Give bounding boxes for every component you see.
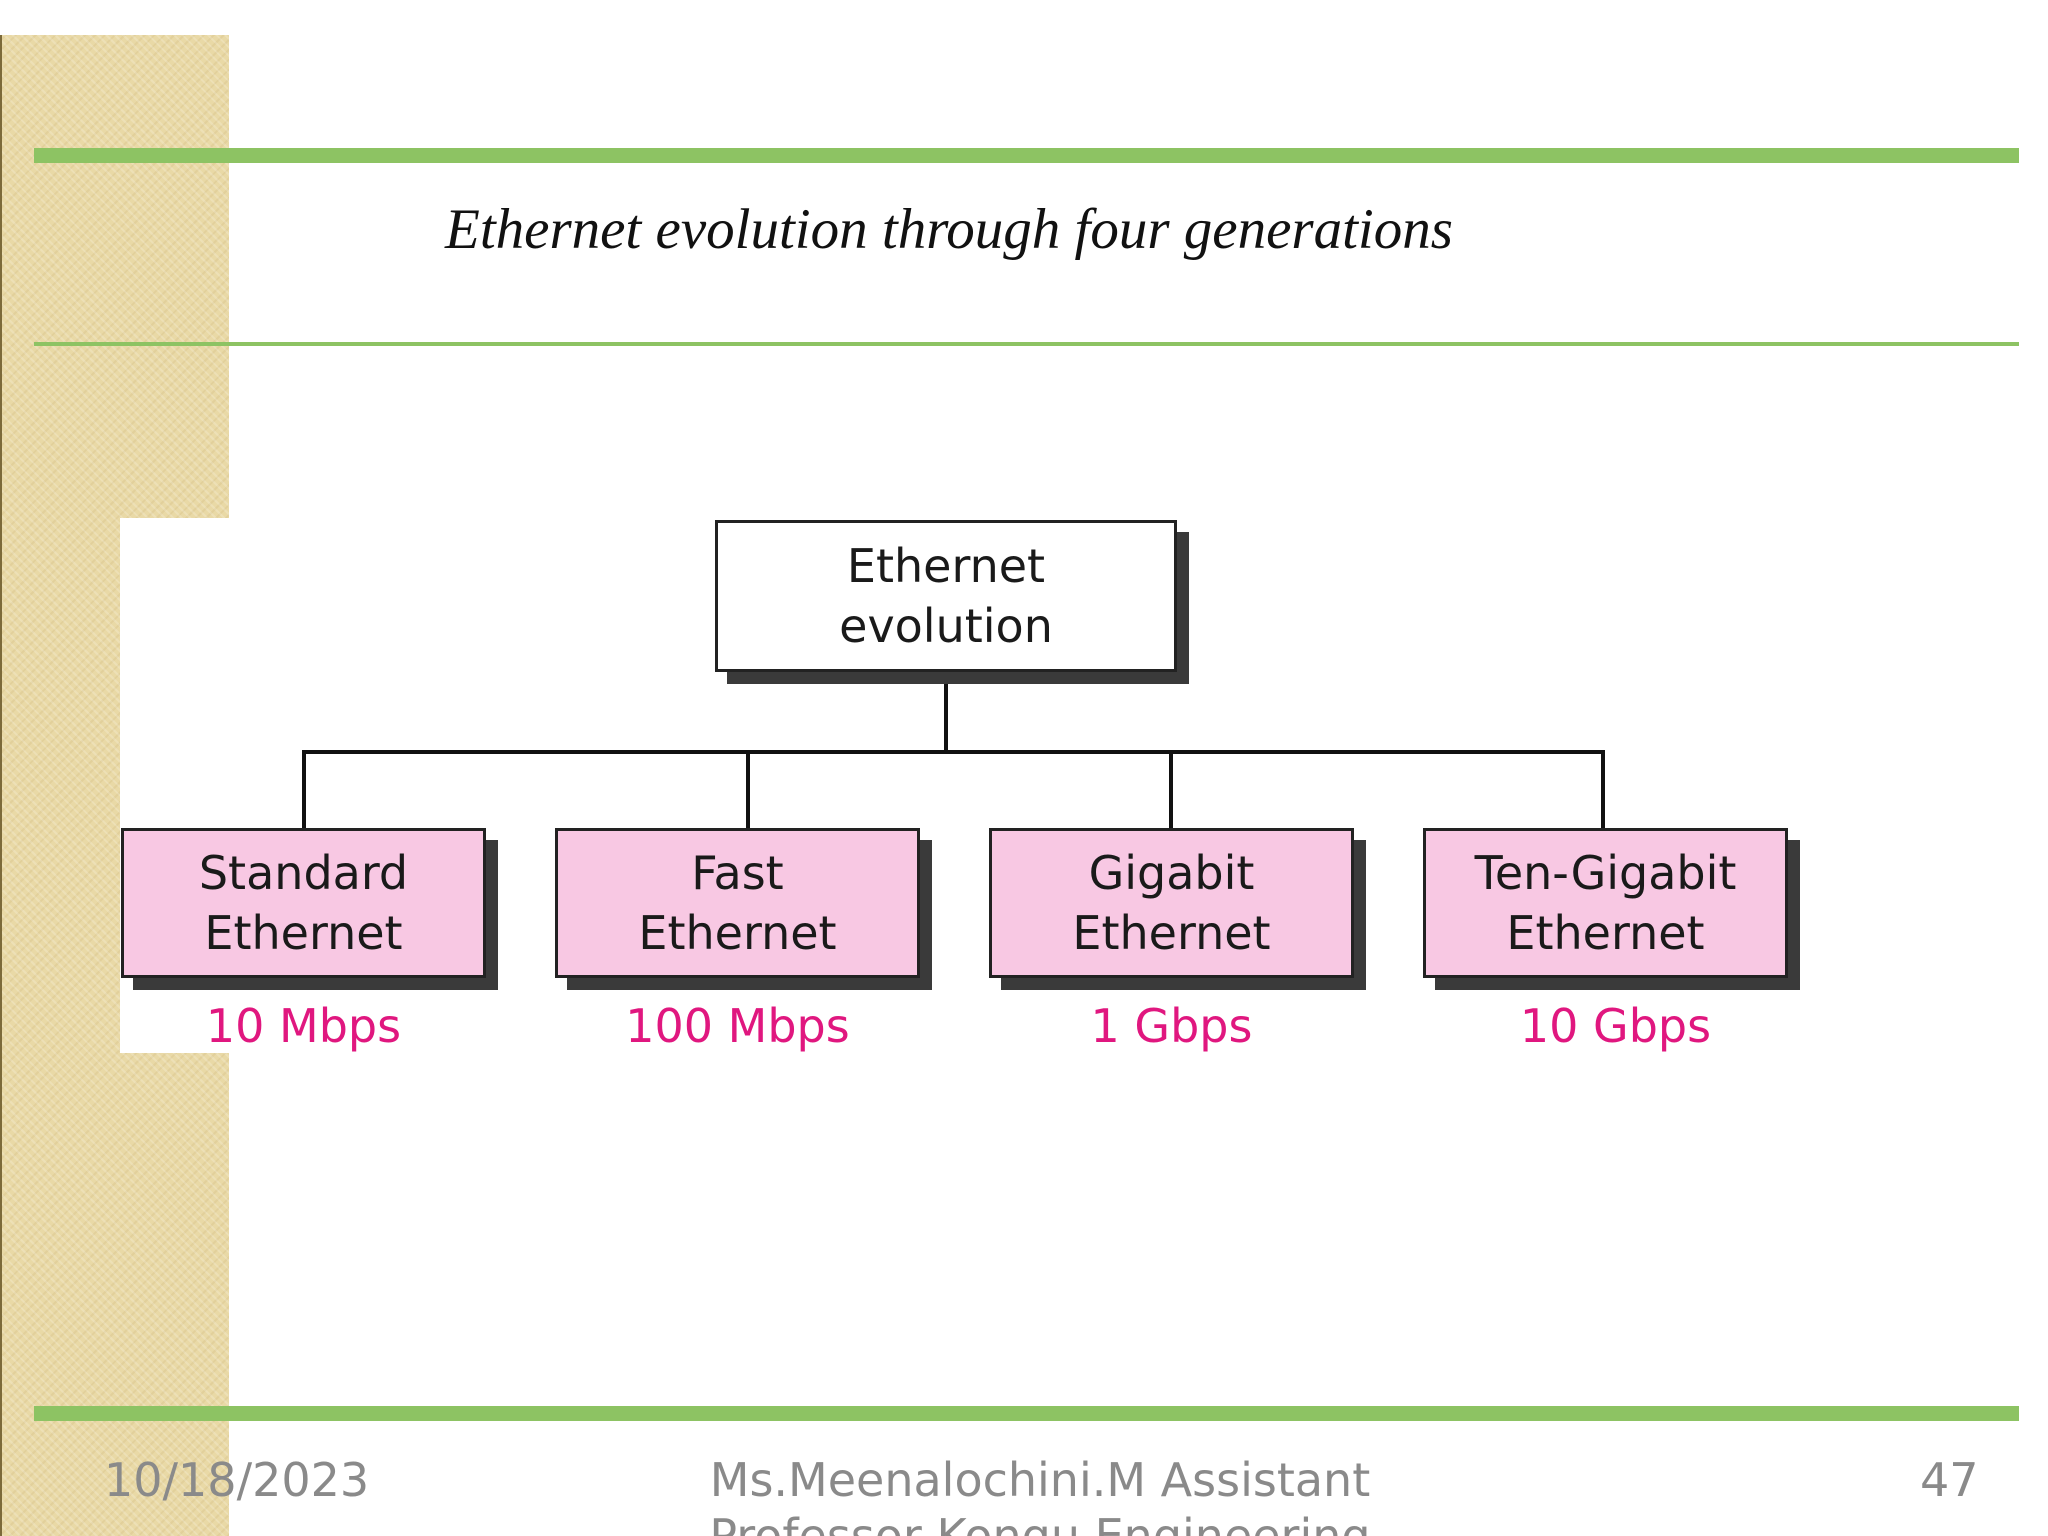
node-standard-ethernet: Standard Ethernet: [121, 828, 486, 978]
footer-author: Ms.Meenalochini.M Assistant Professor,Ko…: [709, 1453, 1371, 1536]
speed-label-fast: 100 Mbps: [625, 999, 850, 1053]
node-fast-ethernet: Fast Ethernet: [555, 828, 920, 978]
footer-page-number: 47: [1920, 1453, 1979, 1507]
title-underline-rule: [34, 342, 2019, 346]
footer-date: 10/18/2023: [104, 1453, 370, 1507]
speed-label-standard: 10 Mbps: [205, 999, 402, 1053]
node-gigabit-ethernet: Gigabit Ethernet: [989, 828, 1354, 978]
root-node-ethernet-evolution: Ethernet evolution: [715, 520, 1177, 672]
speed-label-gigabit: 1 Gbps: [1090, 999, 1253, 1053]
bottom-accent-rule: [34, 1406, 2019, 1421]
top-accent-rule: [34, 148, 2019, 163]
node-ten-gigabit-ethernet: Ten-Gigabit Ethernet: [1423, 828, 1788, 978]
slide-title: Ethernet evolution through four generati…: [445, 198, 1453, 261]
speed-label-ten-gigabit: 10 Gbps: [1519, 999, 1712, 1053]
